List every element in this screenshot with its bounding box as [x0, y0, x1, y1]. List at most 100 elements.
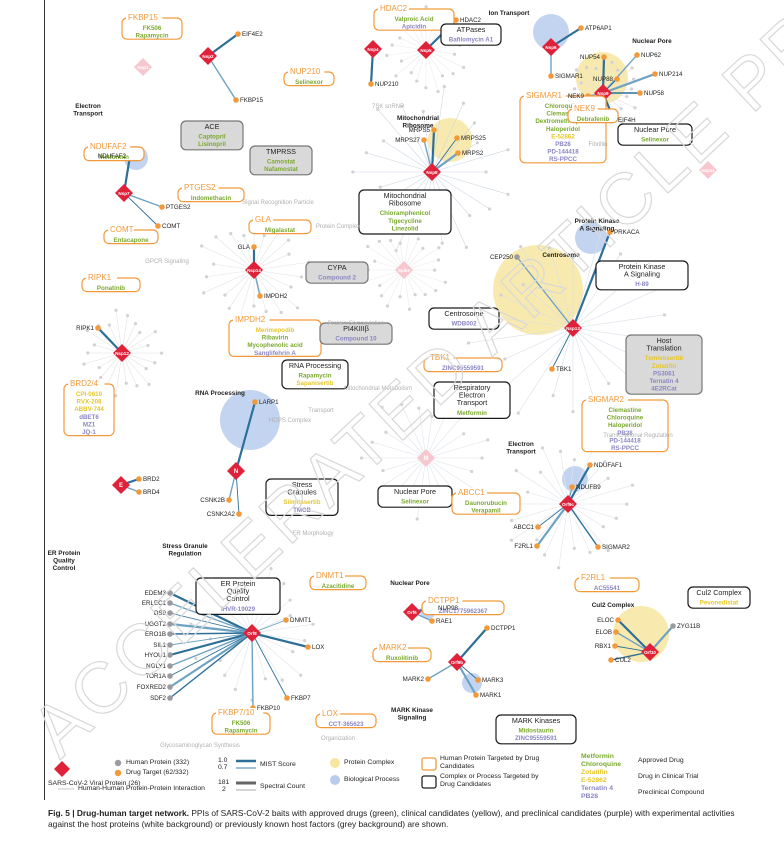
drug-box-frame-ace [180, 120, 244, 151]
edge-orf8-foxred2 [168, 631, 254, 689]
protein-label-gla: GLA [238, 244, 251, 251]
drug-haloperidol: Haloperidol [608, 422, 642, 429]
legend-ex-clinical2: E-52862 [581, 777, 607, 784]
protein-label-sigmar2: SIGMAR2 [602, 544, 630, 551]
complex-blob [562, 466, 588, 492]
viral-node-nsp11 [699, 161, 717, 179]
protein-node-mark3 [475, 677, 481, 683]
viral-node-nsp5 [417, 41, 435, 59]
protein-node-sigmar2 [595, 544, 601, 550]
context-label-hops-complex: HOPS Complex [269, 418, 311, 424]
drug-selinexor: Selinexor [401, 499, 429, 506]
viral-node-orf6 [403, 603, 421, 621]
legend: SARS-CoV-2 Viral Protein (26) Human Prot… [48, 753, 768, 803]
drug-box-title-hdac2: HDAC2 [380, 4, 408, 13]
drug-box-title-dctpp1: DCTPP1 [428, 596, 460, 605]
protein-node-cep250 [514, 254, 520, 260]
drug-box-frame-respet [433, 381, 511, 420]
drug-box-frame-markk [495, 714, 577, 745]
viral-label-n: N [234, 469, 238, 475]
group-label-mitochondrial-ribosome-0: Mitochondrial [397, 115, 439, 122]
protein-node-fkbp15 [233, 97, 239, 103]
context-label-fibrillin: Fibrillin [588, 142, 607, 148]
legend-ex-approved2: Chloroquine [581, 761, 622, 768]
edge-nsp2-fkbp15 [207, 55, 237, 101]
drug-box-title-pka-0: Protein Kinase [619, 262, 666, 271]
protein-node-eif4e2 [235, 31, 241, 37]
drug-box-title-nek9: NEK9 [574, 104, 595, 113]
labels-layer: EIF4E2FKBP15NUP210HDAC2ATP6AP1SIGMAR1NUP… [48, 10, 701, 749]
drug-box-frame-hdac2 [373, 8, 455, 31]
drug-box-frame-centrosome [428, 307, 500, 330]
protein-label-lox: LOX [312, 644, 324, 651]
protein-label-nup58: NUP58 [644, 90, 665, 97]
drug-box-title-stressgran-0: Stress [292, 480, 313, 489]
protein-label-atp6ap1: ATP6AP1 [585, 25, 612, 32]
protein-label-sil1: SIL1 [153, 642, 166, 649]
viral-node-m [417, 449, 435, 467]
drug-daunorubucin: Daunorubucin [465, 500, 507, 507]
protein-label-mark2: MARK2 [403, 676, 425, 683]
drug-mycophenolic-acid: Mycophenolic acid [247, 342, 303, 349]
drug-box-frame-hosttrans [625, 334, 703, 395]
drug-compound-10: Compound 10 [335, 336, 377, 343]
edge-orf8-sdf2 [169, 632, 253, 699]
edge-orf8-os9 [169, 612, 253, 634]
edge-nsp7-comt [123, 192, 159, 227]
drug-box-frame-cypa [305, 261, 369, 284]
viral-node-e [112, 476, 130, 494]
protein-label-fkbp7: FKBP7 [291, 695, 311, 702]
drug-ribavirin: Ribavirin [262, 335, 289, 342]
protein-label-sigmar1: SIGMAR1 [555, 73, 583, 80]
drug-merimepodib: Merimepodib [256, 327, 295, 334]
viral-label-nsp7: Nsp7 [118, 191, 130, 196]
viral-label-nsp13: Nsp13 [566, 326, 580, 331]
context-label-7sk-snrnp: 7SK snRNP [372, 104, 404, 110]
protein-node-ptges2 [159, 204, 165, 210]
viral-node-nsp12 [113, 344, 131, 362]
protein-node-edem3 [167, 590, 173, 596]
drug-box-title-respet-1: Electron [459, 391, 485, 400]
protein-node-mark2 [425, 676, 431, 682]
protein-label-ndufaf2: NDUFAF2 [98, 153, 127, 160]
drug-box-title-atpases-0: ATPases [457, 25, 486, 34]
legend-preclinical: Preclinical Compound [638, 789, 705, 796]
edge-orf8-ngly1 [169, 632, 253, 667]
protein-node-abcc1 [535, 524, 541, 530]
protein-node-sil1 [167, 642, 173, 648]
context-label-transcriptional-regulation: Transcriptional Regulation [603, 433, 672, 439]
protein-node-ero1b [167, 631, 173, 637]
drug-box-frame-pka [595, 260, 689, 291]
protein-label-comt: COMT [162, 223, 180, 230]
context-label-mitochondrial-metabolism: Mitochondrial Metabolism [344, 386, 412, 392]
viral-label-nsp6: Nsp6 [545, 45, 557, 50]
drug-box-hosttrans: HostTranslationTomivosertibZotatifinPS30… [625, 334, 703, 395]
drug-pb28: PB28 [617, 430, 633, 437]
legend-complex-target: Complex or Process Targeted by Drug Cand… [440, 773, 539, 788]
protein-label-brd4: BRD4 [143, 489, 160, 496]
protein-node-eloc [615, 617, 621, 623]
edge-orf8-uggt2 [168, 622, 254, 635]
drug-pd-144418: PD-144418 [609, 437, 641, 444]
drug-box-frame-cul2 [687, 586, 751, 609]
viral-label-nsp4: Nsp4 [367, 47, 379, 52]
protein-label-ndufaf1: NDUFAF1 [594, 462, 623, 469]
protein-label-nup214: NUP214 [659, 71, 683, 78]
drug-box-title-ndufaf2: NDUFAF2 [90, 142, 127, 151]
drug-box-title-nup210: NUP210 [290, 67, 321, 76]
drug-haloperidol: Haloperidol [546, 126, 580, 133]
edge-orf9c-ndufaf1 [566, 463, 592, 506]
drug-box-title-ptges2: PTGES2 [184, 183, 216, 192]
legend-mist-label: MIST Score [260, 761, 296, 768]
protein-label-mrps27: MRPS27 [395, 137, 420, 144]
drug-box-title-lox: LOX [322, 709, 339, 718]
